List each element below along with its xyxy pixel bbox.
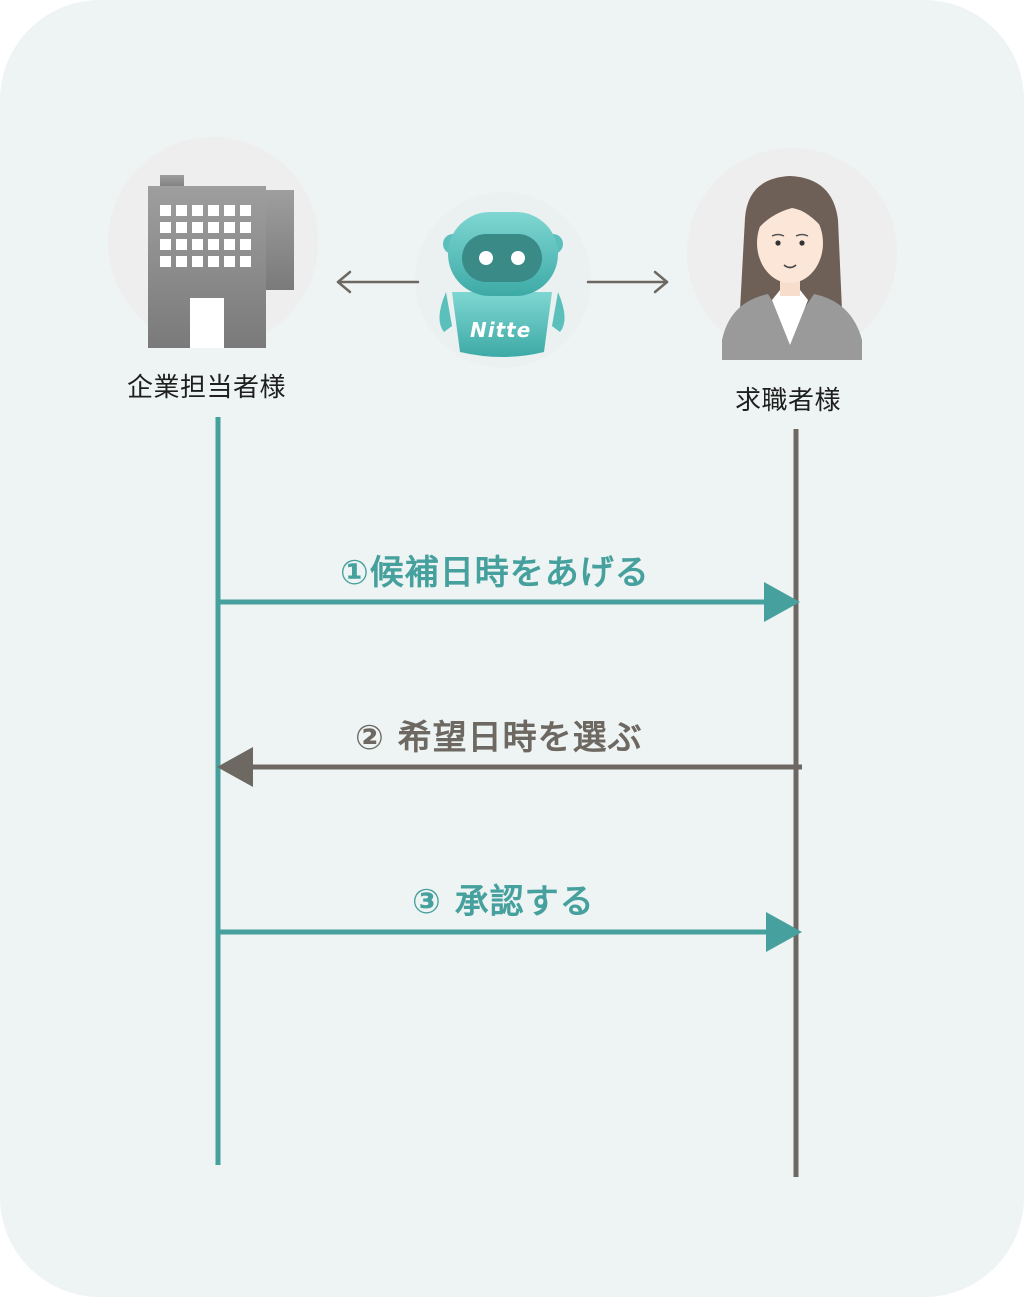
company-label: 企業担当者様: [127, 373, 287, 403]
message-1-label: ①候補日時をあげる: [340, 553, 650, 593]
message-3-label: ③ 承認する: [412, 882, 595, 922]
company-icon-background: [108, 137, 318, 347]
robot-logo-text: Nitte: [470, 318, 532, 342]
candidate-label: 求職者様: [735, 386, 842, 416]
candidate-icon-background: [687, 148, 897, 358]
message-2-label: ② 希望日時を選ぶ: [355, 718, 643, 758]
